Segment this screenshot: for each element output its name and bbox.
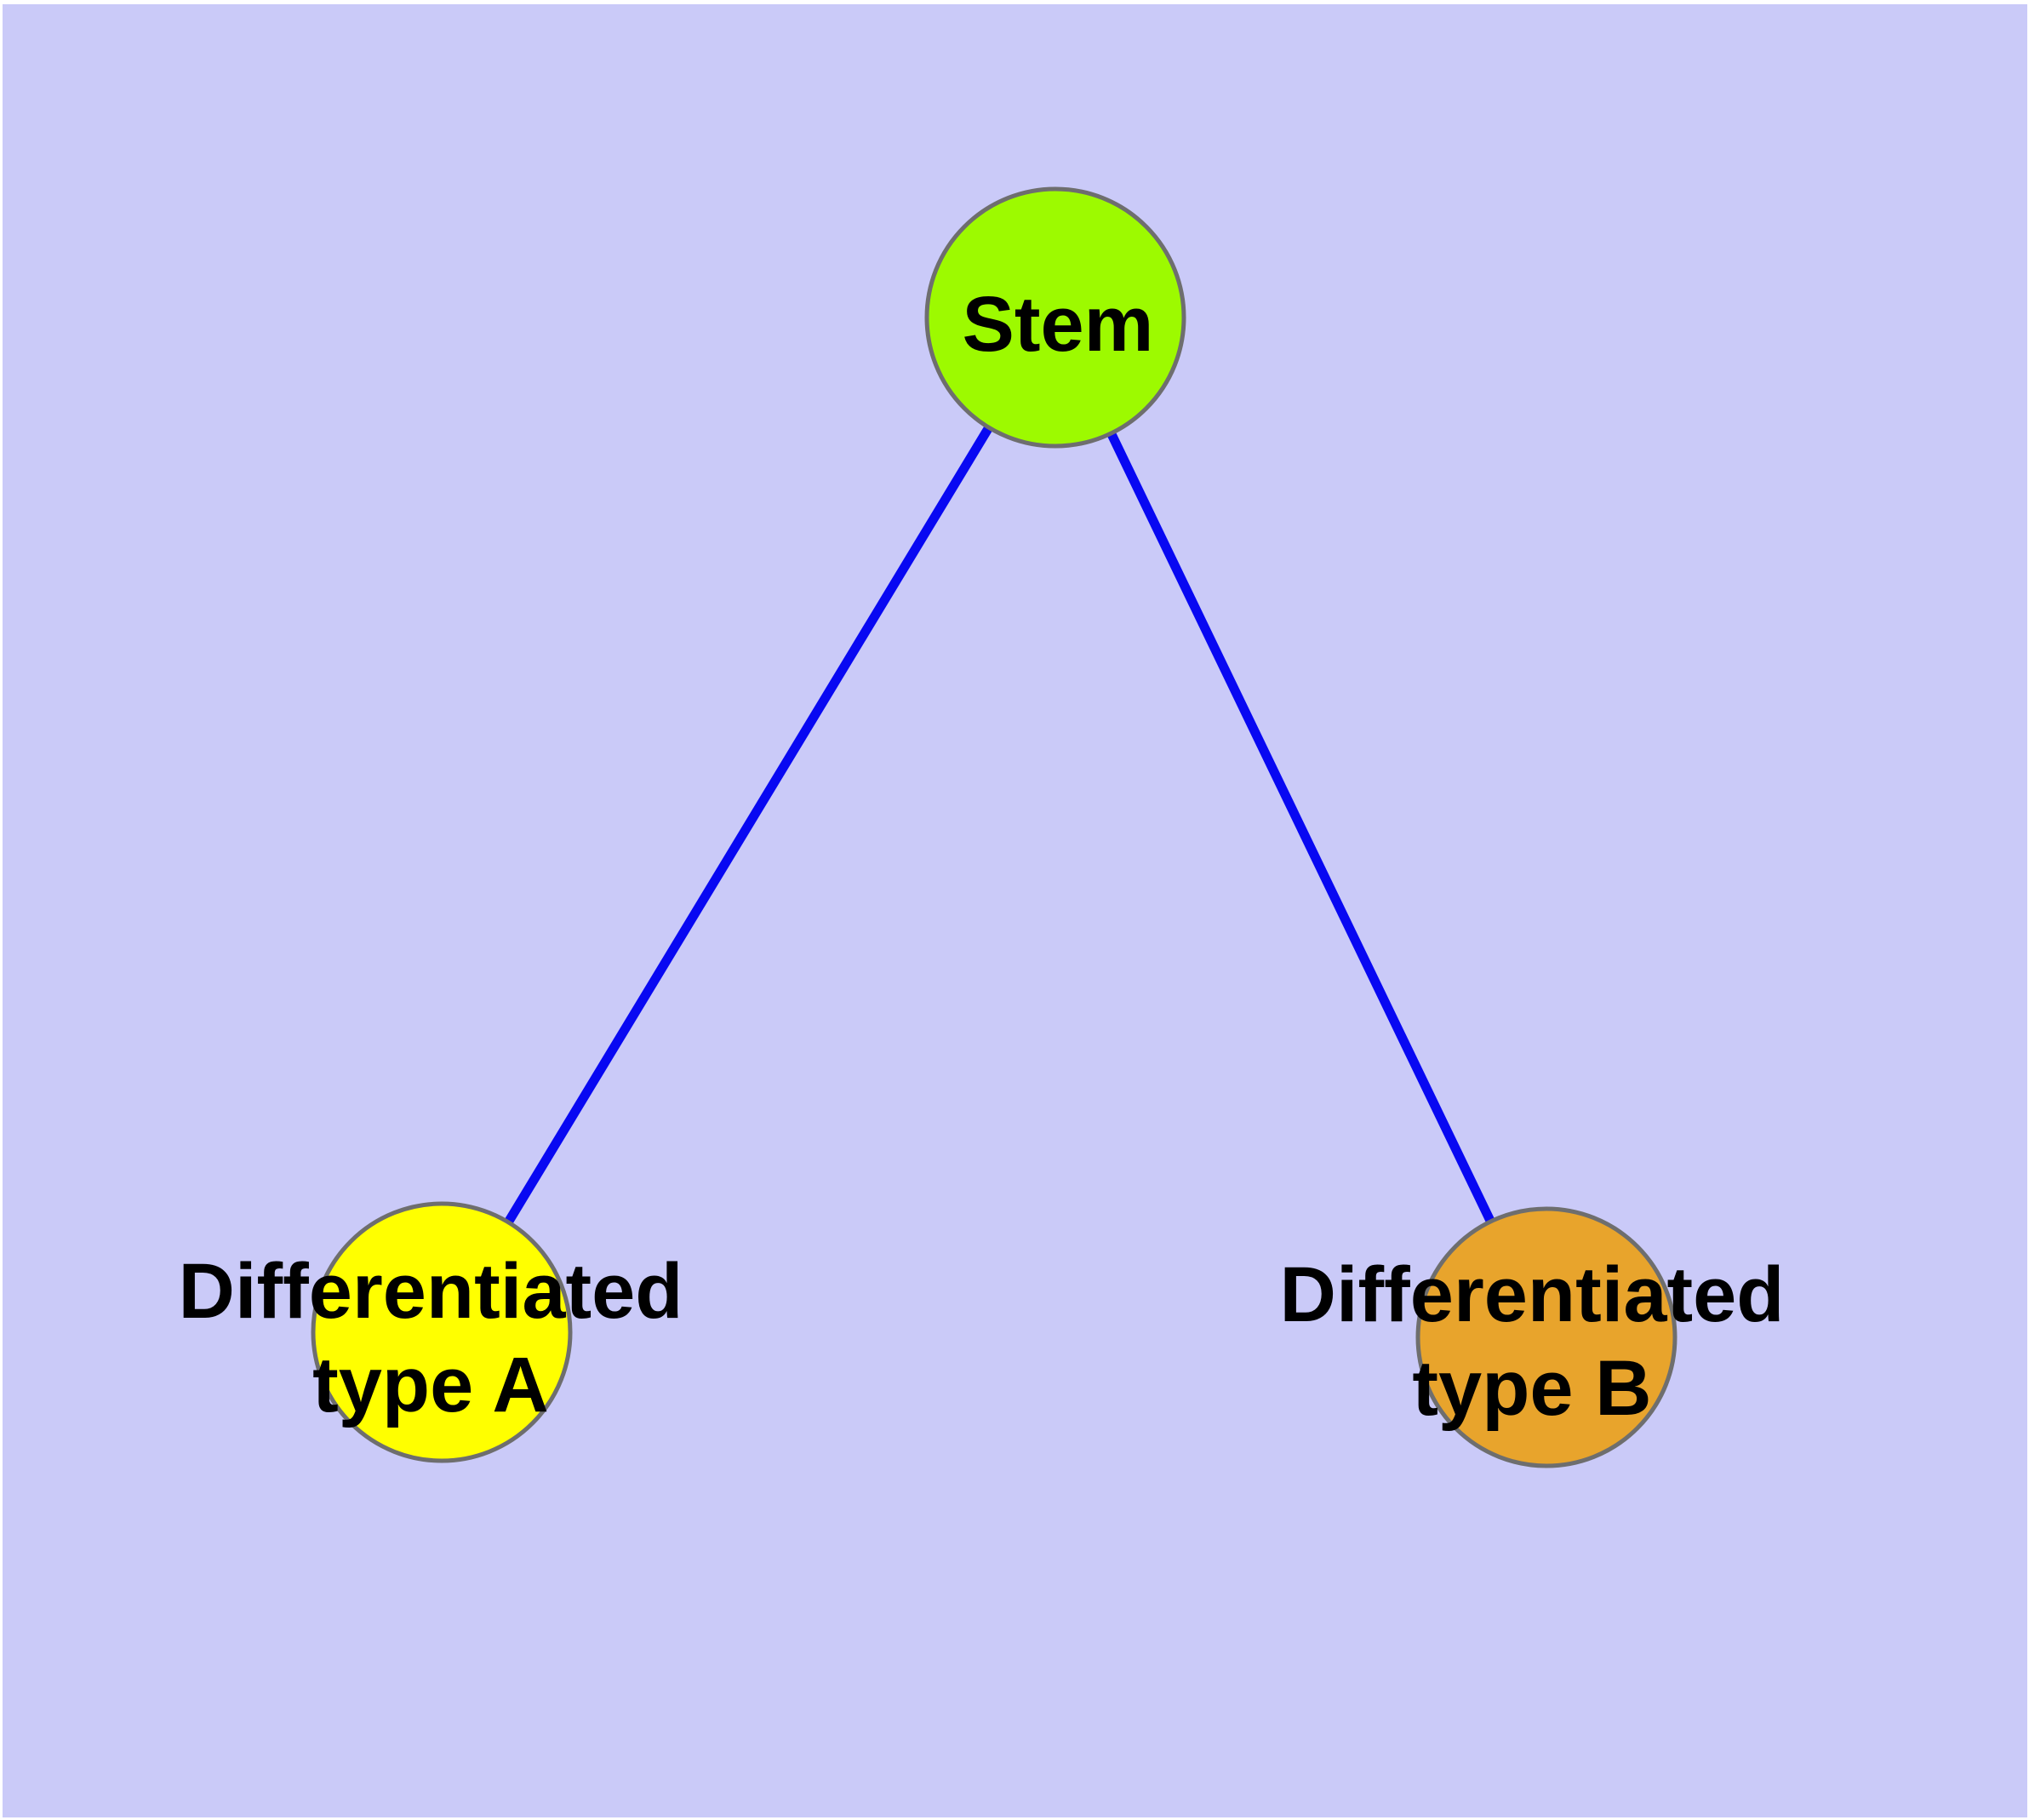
type-b-node-label-line2: type B bbox=[1412, 1345, 1651, 1432]
node-differentiated-type-a: Differentiated type A bbox=[179, 1201, 683, 1463]
edge-stem-to-type-b bbox=[1051, 315, 1551, 1340]
type-b-node-circle bbox=[1415, 1206, 1677, 1468]
stem-node-circle bbox=[924, 186, 1186, 449]
stem-node-label: Stem bbox=[963, 281, 1154, 368]
edge-stem-to-type-a bbox=[437, 315, 1060, 1335]
type-a-node-label-line1: Differentiated bbox=[179, 1248, 683, 1335]
type-a-node-circle bbox=[311, 1201, 573, 1463]
node-differentiated-type-b: Differentiated type B bbox=[1280, 1206, 1785, 1468]
type-b-node-label-line1: Differentiated bbox=[1280, 1251, 1785, 1338]
node-stem: Stem bbox=[924, 186, 1186, 449]
type-a-node-label-line2: type A bbox=[312, 1342, 549, 1428]
